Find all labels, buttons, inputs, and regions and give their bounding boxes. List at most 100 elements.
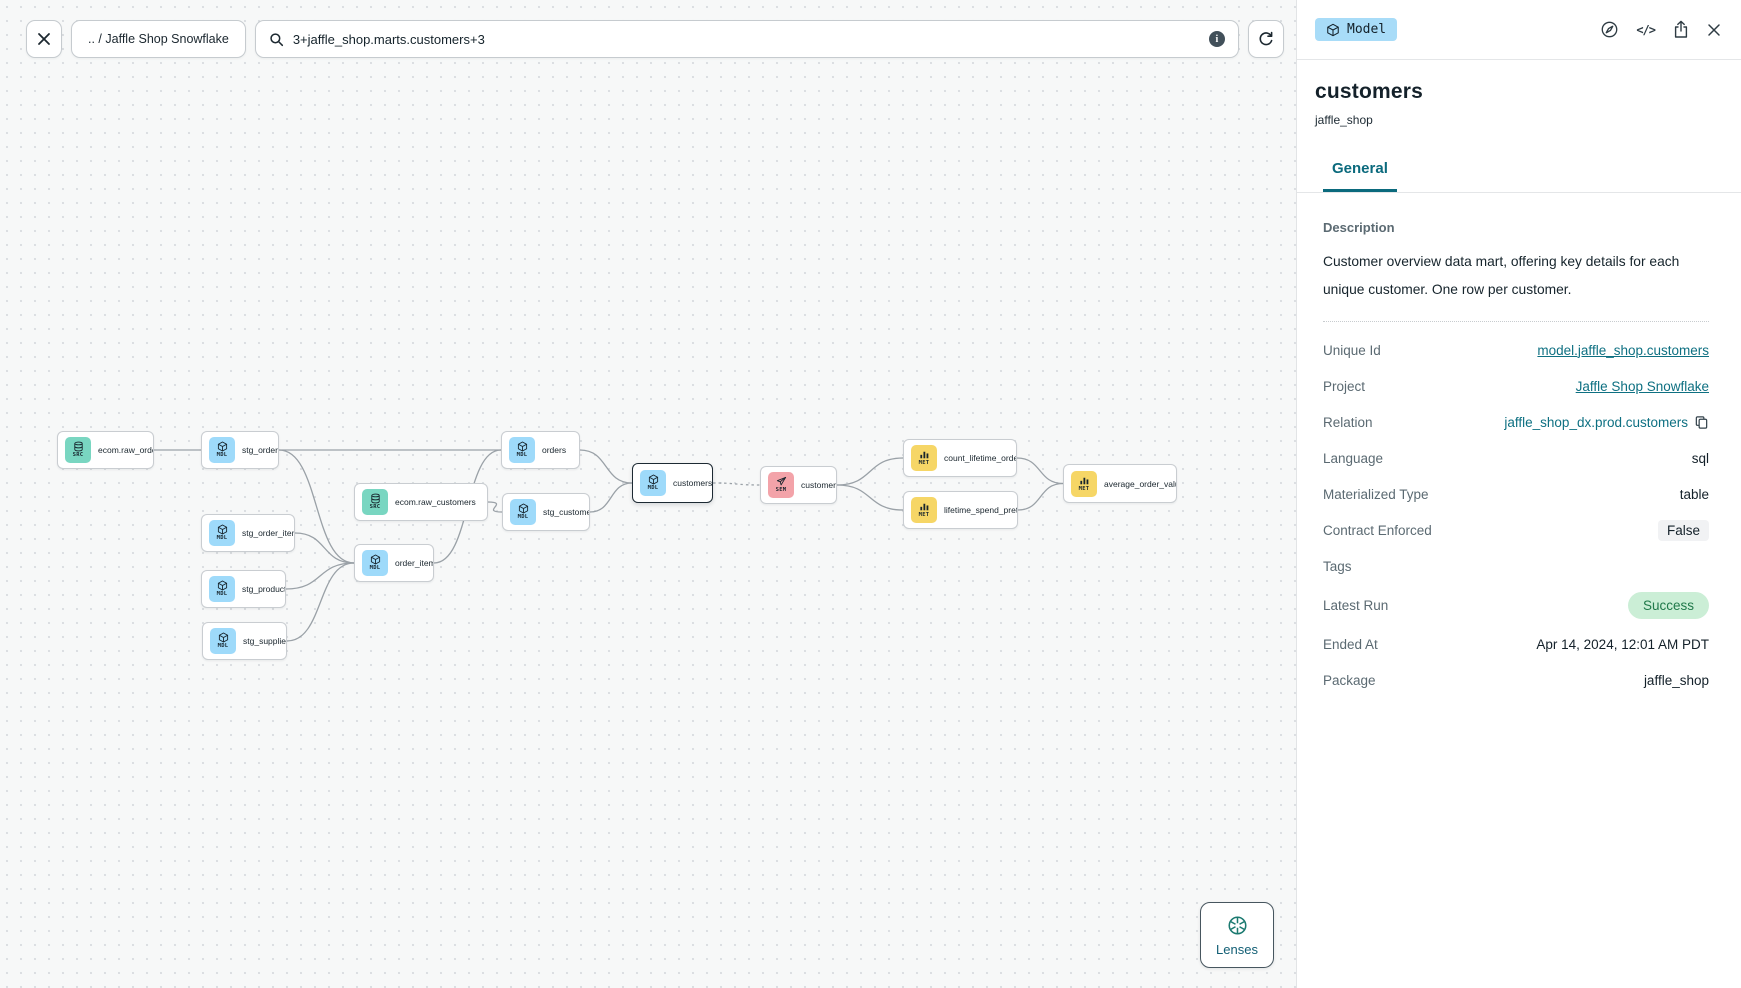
close-lineage-button[interactable] [26, 20, 62, 58]
lineage-edge [294, 532, 355, 564]
model-node-icon: MDL [209, 520, 235, 546]
node-label: stg_products [242, 584, 285, 594]
panel-header: Model </> [1297, 0, 1741, 60]
tab-general[interactable]: General [1323, 160, 1397, 192]
lenses-label: Lenses [1216, 941, 1258, 957]
node-label: order_items [395, 558, 433, 568]
model-node-icon: MDL [209, 576, 235, 602]
model-node-icon: MDL [510, 499, 536, 525]
metric-node-icon: MET [1071, 470, 1097, 497]
field-value-link[interactable]: model.jaffle_shop.customers [1537, 342, 1709, 358]
lineage-edge [836, 457, 904, 486]
description-text: Customer overview data mart, offering ke… [1323, 254, 1680, 298]
info-icon[interactable]: i [1208, 31, 1225, 47]
lineage-edge [278, 449, 355, 564]
lineage-edge [286, 562, 355, 642]
field-value: Apr 14, 2024, 12:01 AM PDT [1536, 636, 1709, 652]
field-value: Jaffle Shop Snowflake [1576, 379, 1709, 394]
lineage-edge [487, 501, 503, 513]
share-button[interactable] [1672, 20, 1690, 39]
lenses-button[interactable]: Lenses [1200, 902, 1274, 968]
field-label: Project [1323, 378, 1366, 394]
field-value: Success [1627, 591, 1709, 619]
field-label: Tags [1323, 558, 1352, 574]
explore-button[interactable] [1600, 20, 1619, 39]
node-label: average_order_value [1104, 478, 1176, 489]
field-value: jaffle_shop [1643, 672, 1709, 688]
description-label: Description [1323, 220, 1395, 235]
breadcrumb[interactable]: .. / Jaffle Shop Snowflake [71, 20, 246, 58]
view-code-button[interactable]: </> [1636, 22, 1656, 37]
panel-body: customers jaffle_shop General Descriptio… [1297, 60, 1741, 988]
field-value: False [1657, 519, 1709, 541]
lineage-edge [836, 484, 904, 511]
value-badge: False [1657, 519, 1709, 541]
field-row-ended-at: Ended At Apr 14, 2024, 12:01 AM PDT [1323, 634, 1709, 655]
close-panel-button[interactable] [1707, 23, 1721, 37]
graph-node-customers_sem[interactable]: SEM customers [760, 466, 837, 504]
resource-type-label: Model [1347, 22, 1387, 37]
field-label: Latest Run [1323, 597, 1389, 613]
model-node-icon: MDL [210, 628, 236, 654]
node-label: customers [801, 480, 836, 490]
model-title: customers [1315, 80, 1424, 103]
dotted-divider [1323, 320, 1709, 322]
node-label: stg_customers [543, 507, 589, 517]
field-label: Materialized Type [1323, 486, 1429, 502]
graph-node-stg_customers[interactable]: MDL stg_customers [502, 493, 590, 531]
lineage-edge [712, 482, 761, 486]
field-value-link[interactable]: Jaffle Shop Snowflake [1575, 378, 1709, 394]
model-node-icon: MDL [509, 437, 535, 463]
copy-icon[interactable] [1694, 415, 1709, 430]
model-node-icon: MDL [209, 437, 235, 463]
compass-icon [1601, 21, 1618, 38]
model-package-subtitle: jaffle_shop [1315, 113, 1373, 127]
lineage-toolbar: .. / Jaffle Shop Snowflake i [26, 20, 1284, 58]
graph-node-count_lifetime_orders[interactable]: MET count_lifetime_orders [903, 439, 1017, 477]
metric-node-icon: MET [911, 445, 937, 471]
graph-node-stg_products[interactable]: MDL stg_products [201, 570, 286, 608]
node-label: count_lifetime_orders [944, 453, 1016, 463]
node-label: customers [673, 478, 712, 488]
semantic-node-icon: SEM [768, 472, 794, 498]
field-label: Ended At [1323, 636, 1378, 652]
graph-node-order_items[interactable]: MDL order_items [354, 544, 434, 582]
lineage-edge [1017, 482, 1064, 511]
search-input[interactable] [292, 31, 1200, 47]
cube-icon [1327, 23, 1339, 36]
field-row-project: Project Jaffle Shop Snowflake [1323, 376, 1709, 397]
share-icon [1674, 20, 1688, 38]
field-label: Language [1323, 450, 1384, 466]
status-badge: Success [1627, 591, 1709, 619]
graph-node-average_order_value[interactable]: MET average_order_value [1063, 464, 1177, 503]
search-icon [270, 32, 283, 46]
lineage-edge [285, 562, 355, 590]
node-label: orders [542, 445, 567, 455]
refresh-icon [1259, 31, 1273, 46]
graph-node-orders[interactable]: MDL orders [501, 431, 580, 469]
node-label: ecom.raw_customers [395, 497, 476, 507]
field-label: Contract Enforced [1323, 522, 1432, 538]
node-label: stg_supplies [243, 636, 286, 646]
close-icon [1708, 23, 1720, 36]
node-label: ecom.raw_orders [98, 445, 153, 455]
model-node-icon: MDL [362, 550, 388, 576]
refresh-button[interactable] [1247, 20, 1284, 58]
panel-tabs: General [1297, 160, 1741, 193]
lineage-edge [579, 449, 633, 484]
graph-node-stg_supplies[interactable]: MDL stg_supplies [202, 622, 287, 660]
search-bar: i [254, 20, 1239, 58]
field-row-contract-enforced: Contract Enforced False [1323, 519, 1709, 541]
metric-node-icon: MET [911, 497, 937, 523]
panel-actions: </> [1600, 20, 1721, 39]
